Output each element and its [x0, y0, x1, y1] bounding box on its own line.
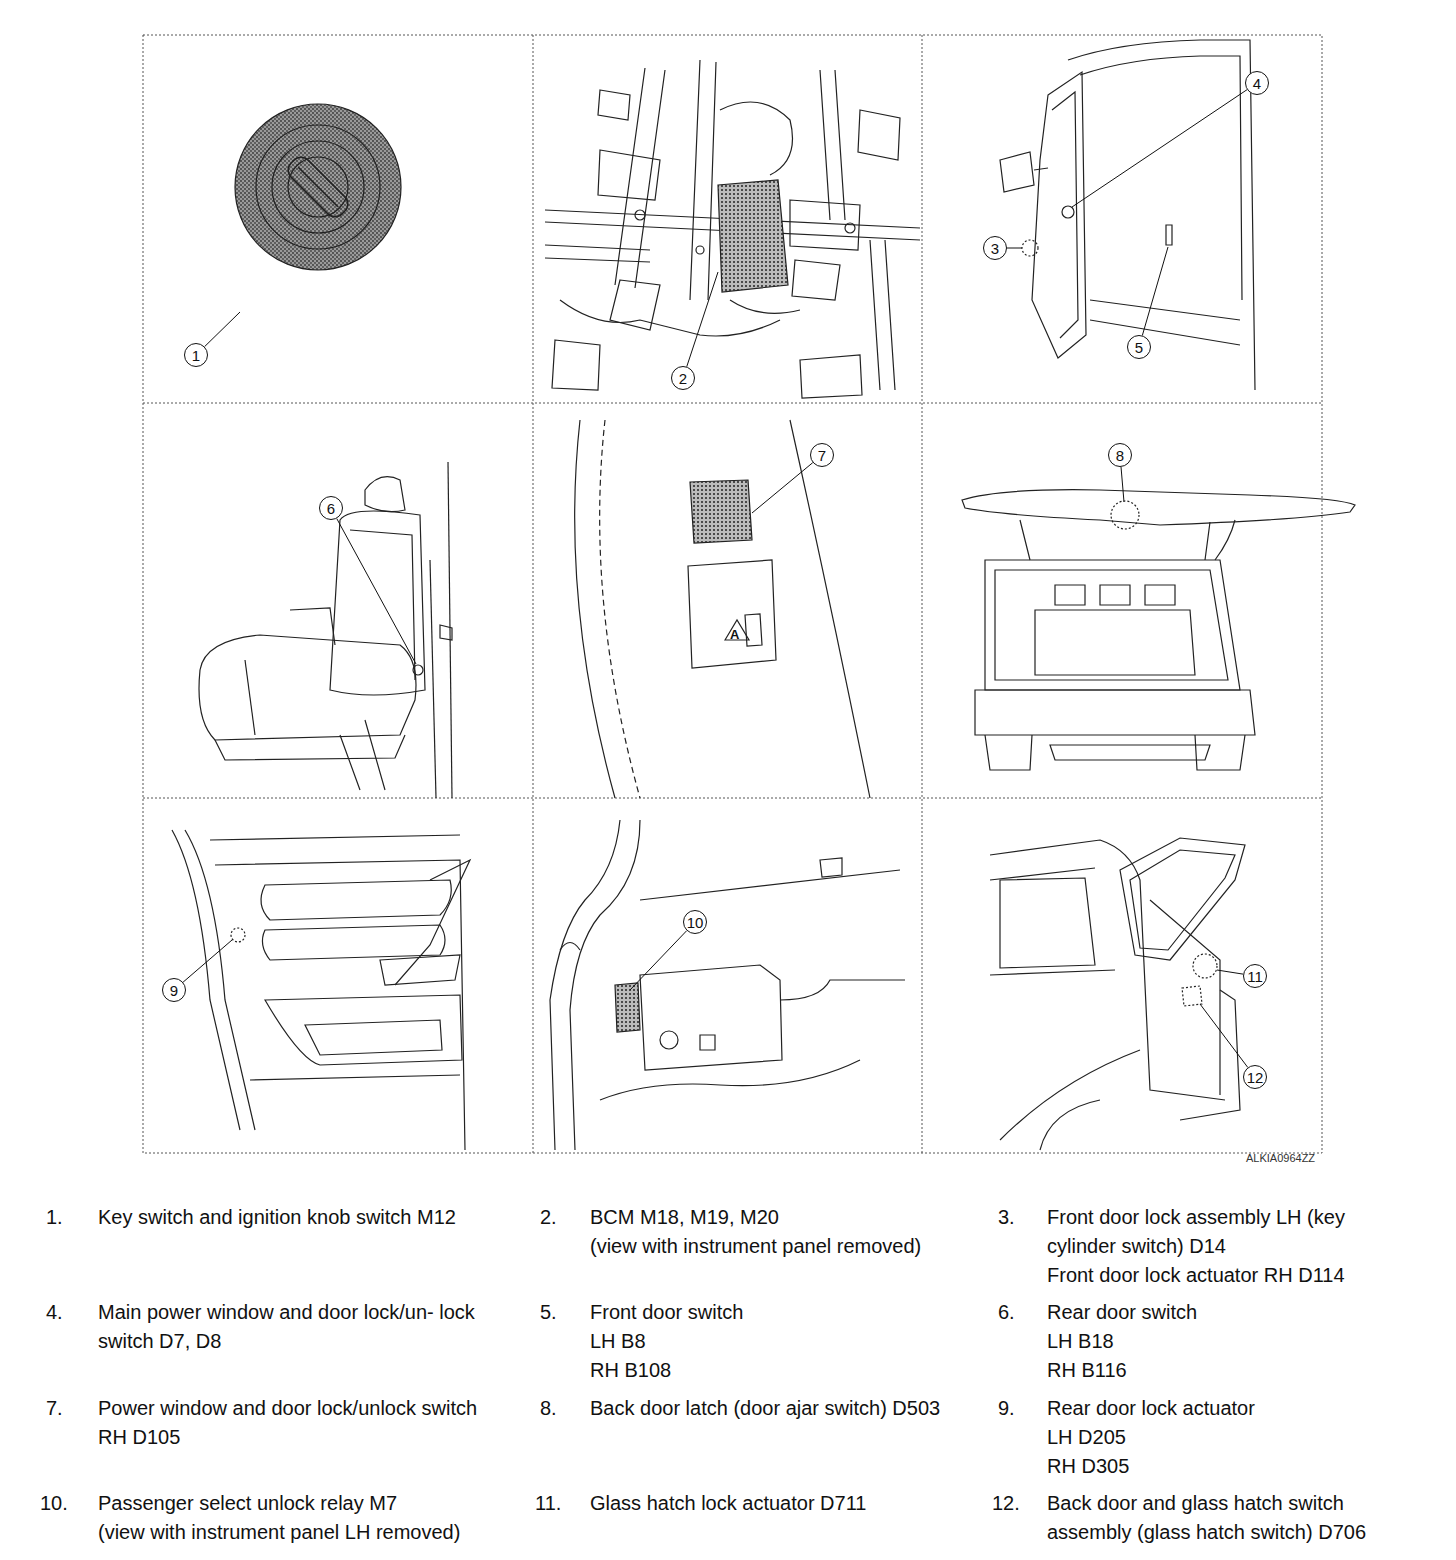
- part-name: Front door switch: [590, 1298, 970, 1327]
- callout-text: 2: [679, 371, 687, 386]
- callout-text: 4: [1253, 76, 1261, 91]
- leader-line: [1007, 248, 1022, 249]
- part-name: LH D205: [1047, 1423, 1427, 1452]
- callout-number: 9: [162, 978, 186, 1002]
- item-number: 3.: [998, 1203, 1038, 1232]
- callout-text: 12: [1247, 1070, 1264, 1085]
- part-name: Front door lock actuator RH D114: [1047, 1261, 1447, 1290]
- part-name: RH D305: [1047, 1452, 1427, 1481]
- callout-text: 10: [687, 915, 704, 930]
- callout-number: 11: [1243, 964, 1267, 988]
- figure-code: ALKIA0964ZZ: [1246, 1152, 1366, 1165]
- callout-text: 3: [991, 241, 999, 256]
- part-name: Main power window and door lock/un- lock…: [98, 1298, 503, 1356]
- callout-text: 1: [192, 348, 200, 363]
- callout-number: 2: [671, 366, 695, 390]
- callout-number: 3: [983, 236, 1007, 260]
- part-name: Key switch and ignition knob switch M12: [98, 1203, 538, 1232]
- item-number: 11.: [535, 1489, 585, 1518]
- part-name: RH B116: [1047, 1356, 1427, 1385]
- callout-number: 5: [1127, 335, 1151, 359]
- part-name: LH B8: [590, 1327, 970, 1356]
- leader-line: [337, 519, 416, 664]
- callout-number: 4: [1245, 71, 1269, 95]
- item-number: 4.: [46, 1298, 86, 1327]
- leader-line: [205, 312, 240, 347]
- item-number: 2.: [540, 1203, 580, 1232]
- leader-line: [1142, 247, 1168, 335]
- part-name: Rear door lock actuator: [1047, 1394, 1427, 1423]
- callout-text: 5: [1135, 340, 1143, 355]
- item-number: 5.: [540, 1298, 580, 1327]
- part-name: Front door lock assembly LH (key cylinde…: [1047, 1203, 1407, 1261]
- item-number: 12.: [992, 1489, 1042, 1518]
- callout-number: 7: [810, 443, 834, 467]
- leader-line: [630, 931, 687, 990]
- callout-text: 6: [327, 501, 335, 516]
- callout-text: 8: [1116, 448, 1124, 463]
- callout-text: 9: [170, 983, 178, 998]
- item-number: 10.: [40, 1489, 90, 1518]
- part-name: Passenger select unlock relay M7: [98, 1489, 528, 1518]
- part-name: BCM M18, M19, M20: [590, 1203, 990, 1232]
- part-name: RH B108: [590, 1356, 970, 1385]
- item-number: 8.: [540, 1394, 580, 1423]
- leader-line: [1200, 1004, 1248, 1067]
- leader-line: [687, 272, 718, 367]
- part-name: LH B18: [1047, 1327, 1427, 1356]
- item-number: 6.: [998, 1298, 1038, 1327]
- leader-line: [1121, 467, 1124, 502]
- leader-line: [752, 463, 813, 513]
- callout-number: 1: [184, 343, 208, 367]
- part-name: Glass hatch lock actuator D711: [590, 1489, 970, 1518]
- part-name: Back door latch (door ajar switch) D503: [590, 1394, 985, 1423]
- callout-number: 8: [1108, 443, 1132, 467]
- symbol-letter: A: [730, 628, 744, 641]
- callout-number: 12: [1243, 1065, 1267, 1089]
- callout-number: 6: [319, 496, 343, 520]
- part-name: (view with instrument panel removed): [590, 1232, 990, 1261]
- leader-line: [1217, 970, 1243, 974]
- callout-number: 10: [683, 910, 707, 934]
- part-name: Rear door switch: [1047, 1298, 1427, 1327]
- item-number: 9.: [998, 1394, 1038, 1423]
- callout-text: 11: [1247, 969, 1263, 984]
- callout-text: 7: [818, 448, 826, 463]
- item-number: 1.: [46, 1203, 86, 1232]
- part-name: (view with instrument panel LH removed): [98, 1518, 538, 1547]
- item-number: 7.: [46, 1394, 86, 1423]
- leader-line: [183, 940, 232, 982]
- part-name: Power window and door lock/unlock switch…: [98, 1394, 483, 1452]
- leader-line: [1072, 90, 1247, 207]
- part-name: Back door and glass hatch switch assembl…: [1047, 1489, 1409, 1547]
